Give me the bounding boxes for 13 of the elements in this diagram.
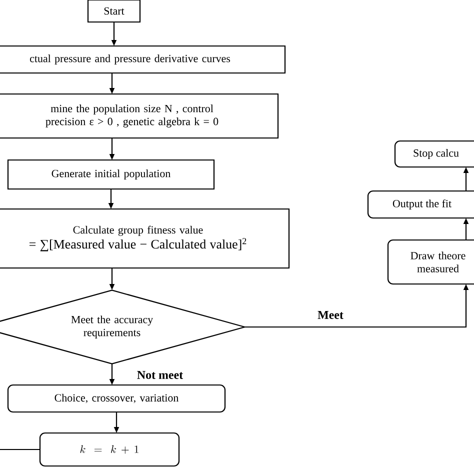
process-box: Stop calcu	[394, 140, 474, 168]
edge-label: Meet	[318, 311, 344, 319]
process-box: Calculate group fitness value = ∑[Measured value − Calculated value]$^{2}$	[0, 208, 290, 269]
connector-line	[0, 448, 40, 450]
process-box: ctual pressure and pressure derivative curves	[0, 45, 286, 74]
process-box: Draw theore measured	[387, 239, 474, 285]
process-box: Output the fit	[367, 190, 474, 219]
process-box: Generate initial population	[7, 159, 215, 190]
process-box: $k=k+1$	[39, 432, 180, 467]
edge-label: Not meet	[137, 371, 184, 379]
process-box: mine the population size N , control precision ε > 0 , genetic algebra k = 0	[0, 93, 279, 139]
start-box: Start	[87, 0, 141, 23]
process-box: Choice, crossover, variation	[7, 384, 226, 413]
